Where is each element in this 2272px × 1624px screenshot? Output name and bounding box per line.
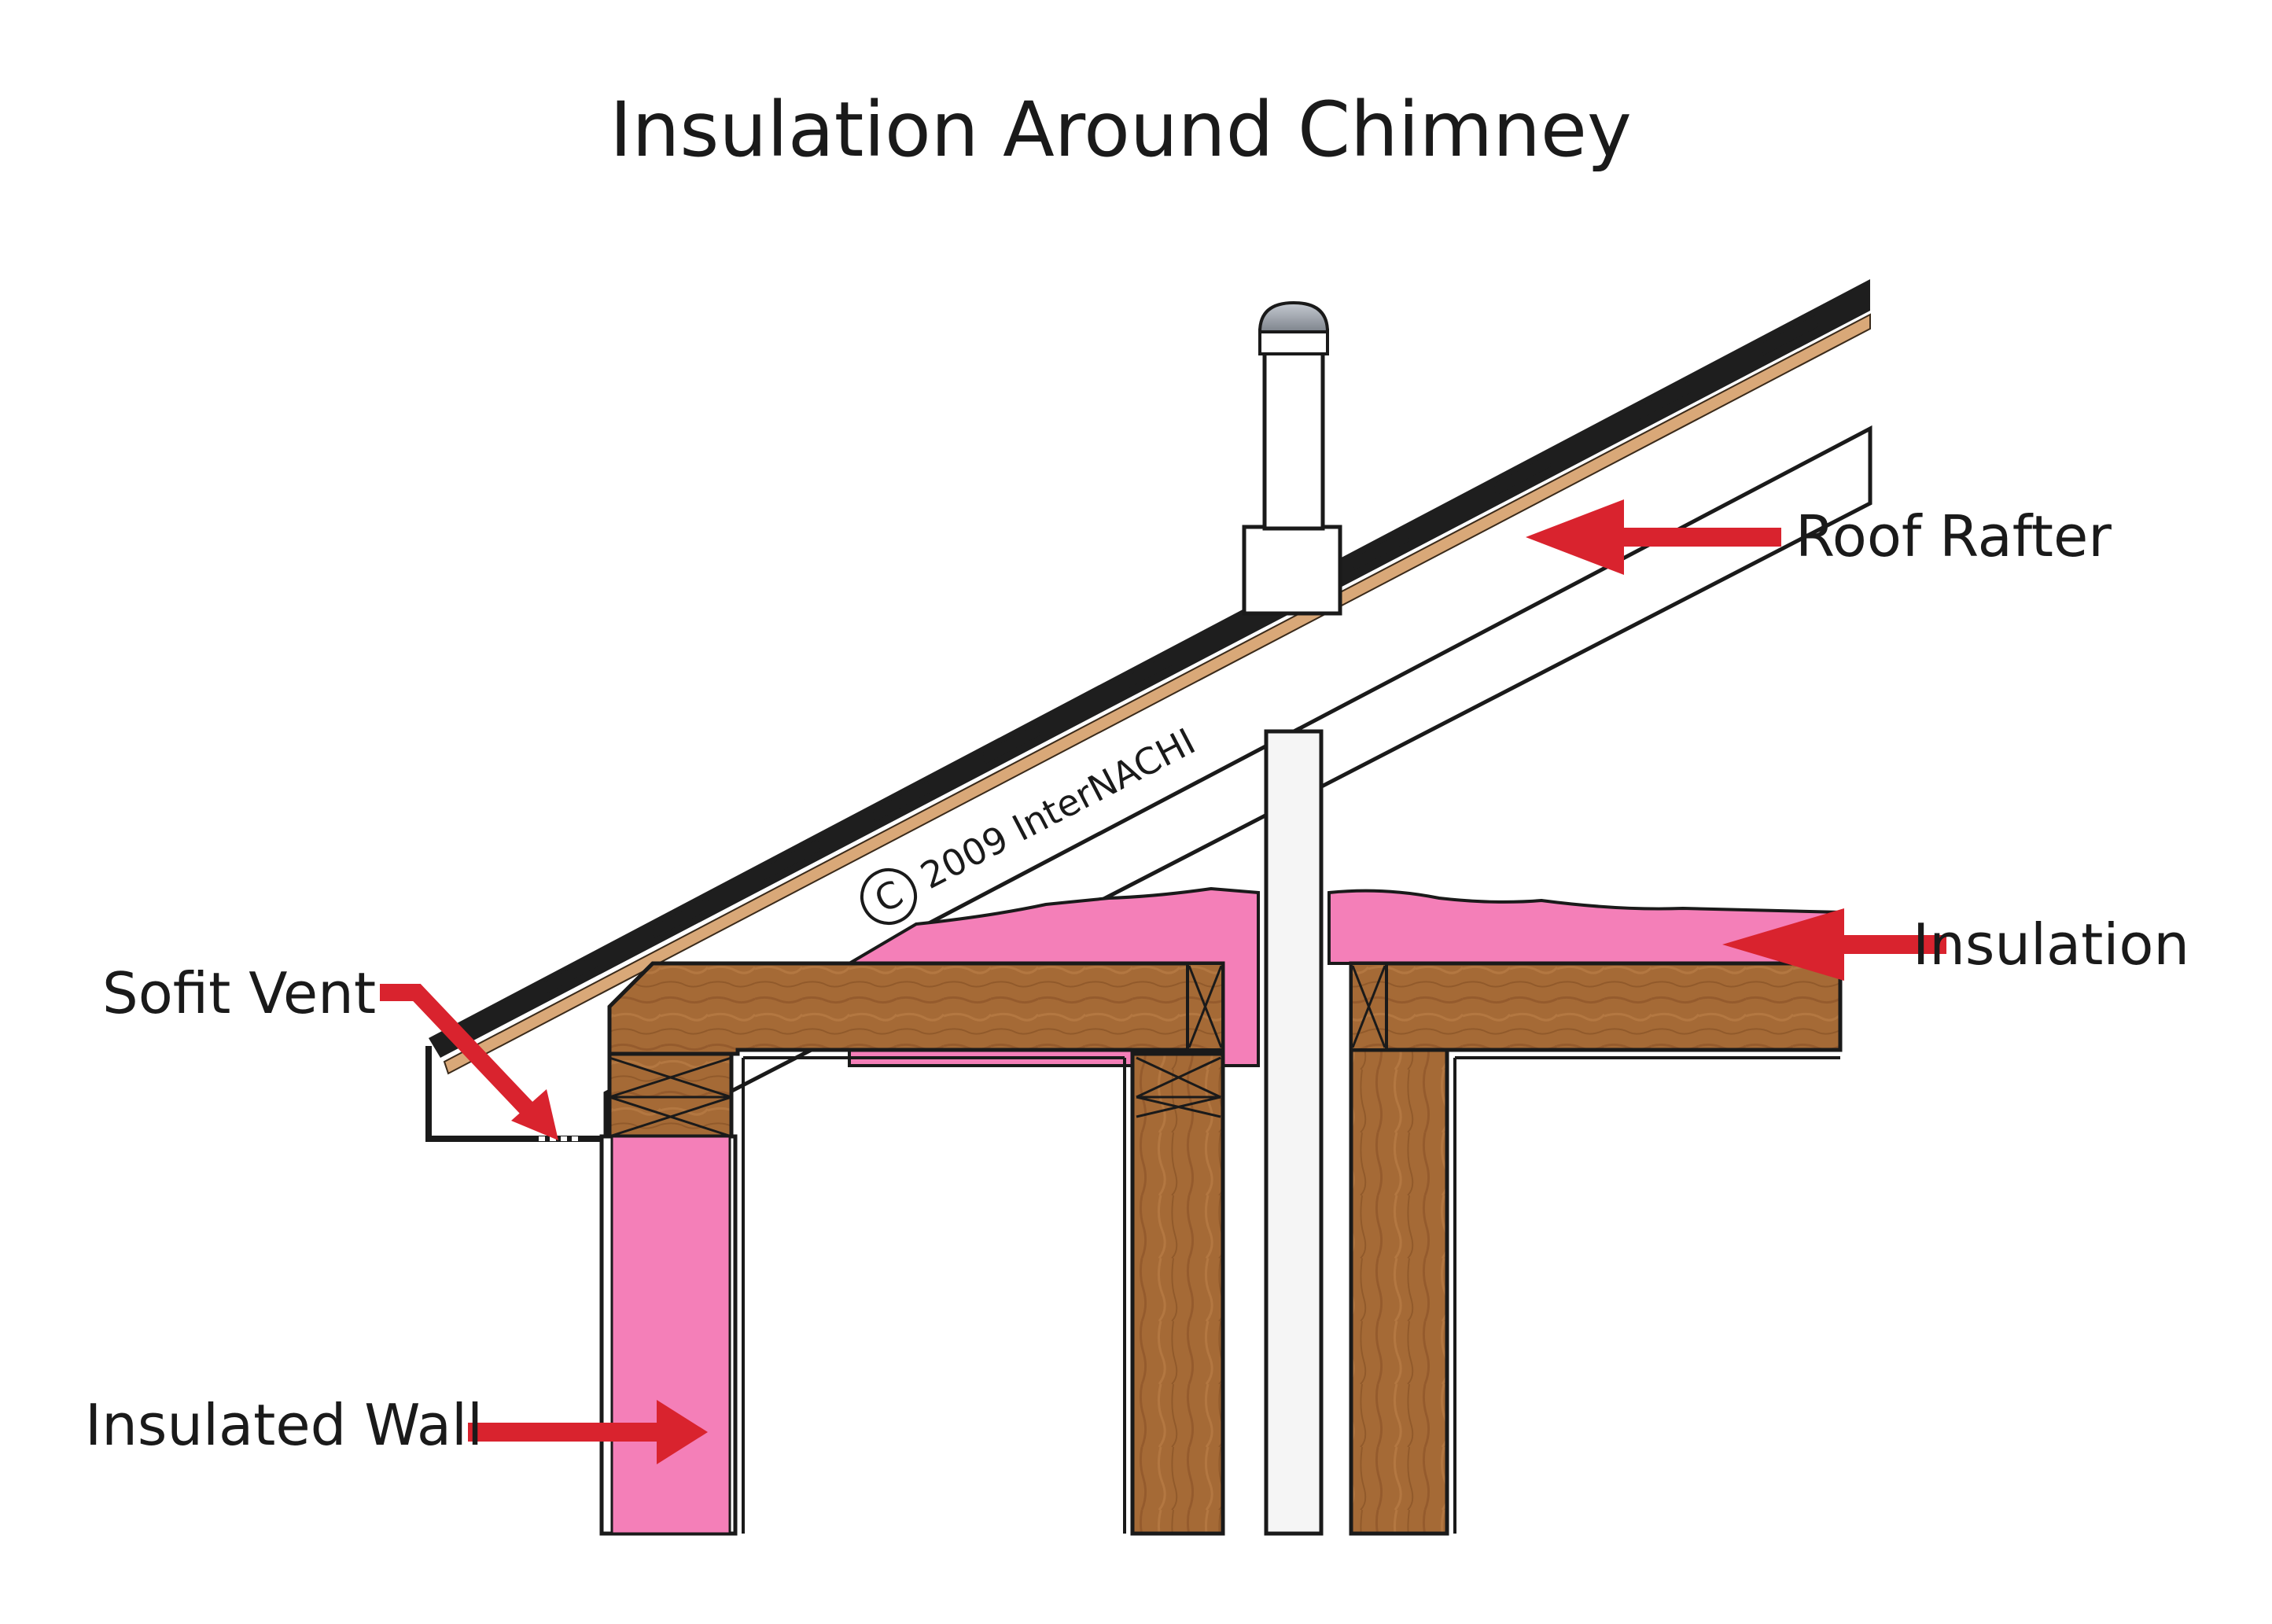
arrow-sofit-vent: [380, 984, 558, 1140]
left-joist-end-cross: [1188, 965, 1223, 1048]
chimney-collar: [1242, 525, 1342, 616]
label-sofit-vent: Sofit Vent: [102, 960, 376, 1026]
interior-wall-left-cross: [1136, 1056, 1221, 1118]
arrow-insulation: [1722, 908, 1946, 981]
label-roof-rafter: Roof Rafter: [1795, 503, 2112, 569]
ceiling-joist-left: [607, 961, 1225, 1056]
interior-wall-left: [1130, 1051, 1225, 1536]
left-plate-cross: [609, 1056, 732, 1138]
chimney-cap: [1258, 300, 1330, 333]
right-wall: [1349, 1048, 1449, 1536]
left-wall-top-plate: [607, 1051, 734, 1139]
copyright-circle: [860, 868, 917, 925]
arrow-roof-rafter: [1526, 499, 1781, 575]
shingle-tabs: [543, 315, 1818, 995]
copyright-symbol: C: [867, 872, 909, 922]
label-insulation: Insulation: [1913, 911, 2189, 978]
chimney-pipe: [1264, 729, 1324, 1536]
label-insulated-wall: Insulated Wall: [85, 1392, 483, 1458]
roof-sheathing: [443, 313, 1871, 1075]
arrow-insulated-wall: [468, 1400, 708, 1464]
insulated-wall: [610, 1135, 731, 1535]
ceiling-insulation-right: [1327, 889, 1842, 965]
chimney-flue: [1262, 344, 1325, 531]
right-joist-end-cross: [1351, 965, 1386, 1048]
diagram-title: Insulation Around Chimney: [609, 86, 1632, 174]
chimney-cap-collar: [1258, 329, 1329, 355]
